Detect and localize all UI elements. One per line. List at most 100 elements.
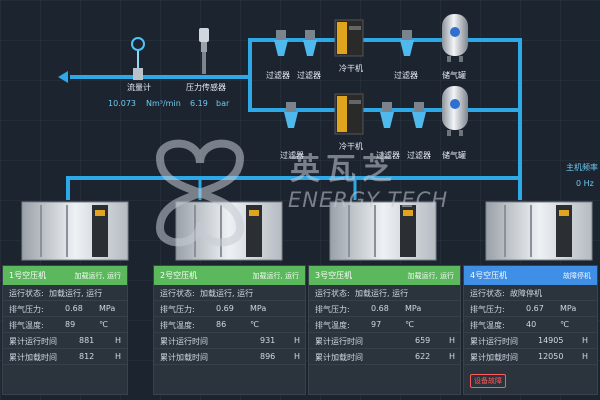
status-value: 故障停机 — [510, 289, 542, 298]
dryer-icon — [334, 93, 364, 135]
run-time-value: 14905 — [538, 336, 564, 345]
outlet-arrow-icon — [58, 71, 68, 83]
pressure-unit: MPa — [250, 304, 267, 313]
pressure-label: 排气压力: — [9, 305, 44, 314]
temp-label: 排气温度: — [470, 321, 505, 330]
fault-badge[interactable]: 设备故障 — [470, 374, 506, 388]
flow-value: 10.073 — [108, 99, 136, 108]
pressure-label: 排气压力: — [470, 305, 505, 314]
pressure-label: 排气压力: — [315, 305, 350, 314]
tank-icon — [442, 86, 468, 136]
filter-icon — [284, 102, 298, 128]
host-frequency-readout: 0 Hz — [576, 179, 594, 188]
temp-unit: ℃ — [405, 320, 414, 329]
dryer-label: 冷干机 — [339, 142, 363, 151]
load-time-value: 812 — [79, 352, 95, 361]
panel-header: 1号空压机 加载运行, 运行 — [3, 266, 127, 285]
run-time-value: 659 — [415, 336, 431, 345]
filter-icon — [400, 30, 414, 56]
compressor-1-icon — [21, 201, 129, 261]
pressure-sensor-icon — [199, 28, 209, 74]
status-row: 运行状态: 加载运行, 运行 — [3, 285, 127, 301]
filter-icon — [274, 30, 288, 56]
temp-row: 排气温度:89℃ — [3, 317, 127, 333]
temp-unit: ℃ — [250, 320, 259, 329]
filter-label: 过滤器 — [394, 71, 418, 80]
status-label: 运行状态: — [9, 289, 44, 298]
filter-label: 过滤器 — [266, 71, 290, 80]
temp-label: 排气温度: — [160, 321, 195, 330]
status-value: 加载运行, 运行 — [200, 289, 254, 298]
compressor-2-icon — [175, 201, 283, 261]
pressure-value: 0.68 — [65, 304, 83, 313]
hours-unit: H — [115, 336, 122, 345]
panel-header: 3号空压机 加载运行, 运行 — [309, 266, 460, 285]
hours-unit: H — [294, 336, 301, 345]
filter-label: 过滤器 — [297, 71, 321, 80]
temp-unit: ℃ — [99, 320, 108, 329]
status-row: 运行状态:加载运行, 运行 — [309, 285, 460, 301]
flow-meter-icon — [131, 37, 145, 80]
status-label: 运行状态: — [160, 289, 195, 298]
tank-label: 储气罐 — [442, 71, 466, 80]
filter-label: 过滤器 — [280, 151, 304, 160]
compressor-state: 加载运行, 运行 — [252, 271, 299, 280]
flow-meter-label: 流量计 — [127, 83, 151, 92]
filter-icon — [412, 102, 426, 128]
compressor-name: 1号空压机 — [9, 271, 47, 280]
temp-row: 排气温度:40℃ — [464, 317, 597, 333]
compressor-3-icon — [329, 201, 437, 261]
compressor-name: 3号空压机 — [315, 271, 353, 280]
load-time-value: 896 — [260, 352, 276, 361]
host-frequency-unit: Hz — [583, 179, 594, 188]
compressor-state: 加载运行, 运行 — [407, 271, 454, 280]
filter-icon — [303, 30, 317, 56]
status-row: 运行状态: 加载运行, 运行 — [154, 285, 305, 301]
load-time-label: 累计加载时间 — [315, 353, 363, 362]
status-value: 加载运行, 运行 — [49, 289, 103, 298]
pressure-value: 0.68 — [371, 304, 389, 313]
hours-unit: H — [449, 352, 456, 361]
tank-label: 储气罐 — [442, 151, 466, 160]
hours-unit: H — [294, 352, 301, 361]
compressor-4-icon — [485, 201, 593, 261]
filter-label: 过滤器 — [376, 151, 400, 160]
load-time-label: 累计加载时间 — [470, 353, 518, 362]
host-frequency-label: 主机频率 — [566, 163, 598, 172]
tank-icon — [442, 14, 468, 62]
temp-label: 排气温度: — [9, 321, 44, 330]
upper-branch-pipe — [248, 38, 522, 110]
pressure-label: 排气压力: — [160, 305, 195, 314]
compressor-panel-1[interactable]: 1号空压机 加载运行, 运行 运行状态: 加载运行, 运行 排气压力: 0.68 MP… — [2, 265, 128, 395]
compressor-state: 加载运行, 运行 — [74, 271, 121, 280]
temp-value: 40 — [526, 320, 537, 329]
compressor-name: 2号空压机 — [160, 271, 198, 280]
pressure-unit: MPa — [99, 304, 116, 313]
temp-value: 86 — [216, 320, 227, 329]
status-row: 运行状态:故障停机 — [464, 285, 597, 301]
run-time-label: 累计运行时间 — [9, 337, 57, 346]
pressure-unit: MPa — [560, 304, 577, 313]
flow-unit: Nm³/min — [146, 99, 181, 108]
run-time-label: 累计运行时间 — [470, 337, 518, 346]
temp-value: 97 — [371, 320, 382, 329]
compressor-name: 4号空压机 — [470, 271, 508, 280]
filter-icon — [380, 102, 394, 128]
load-time-label: 累计加载时间 — [160, 353, 208, 362]
load-time-row: 累计加载时间 896 H — [154, 349, 305, 365]
pressure-value: 6.19 — [190, 99, 208, 108]
run-time-label: 累计运行时间 — [315, 337, 363, 346]
status-value: 加载运行, 运行 — [355, 289, 409, 298]
pressure-unit: bar — [216, 99, 230, 108]
run-time-value: 881 — [79, 336, 95, 345]
